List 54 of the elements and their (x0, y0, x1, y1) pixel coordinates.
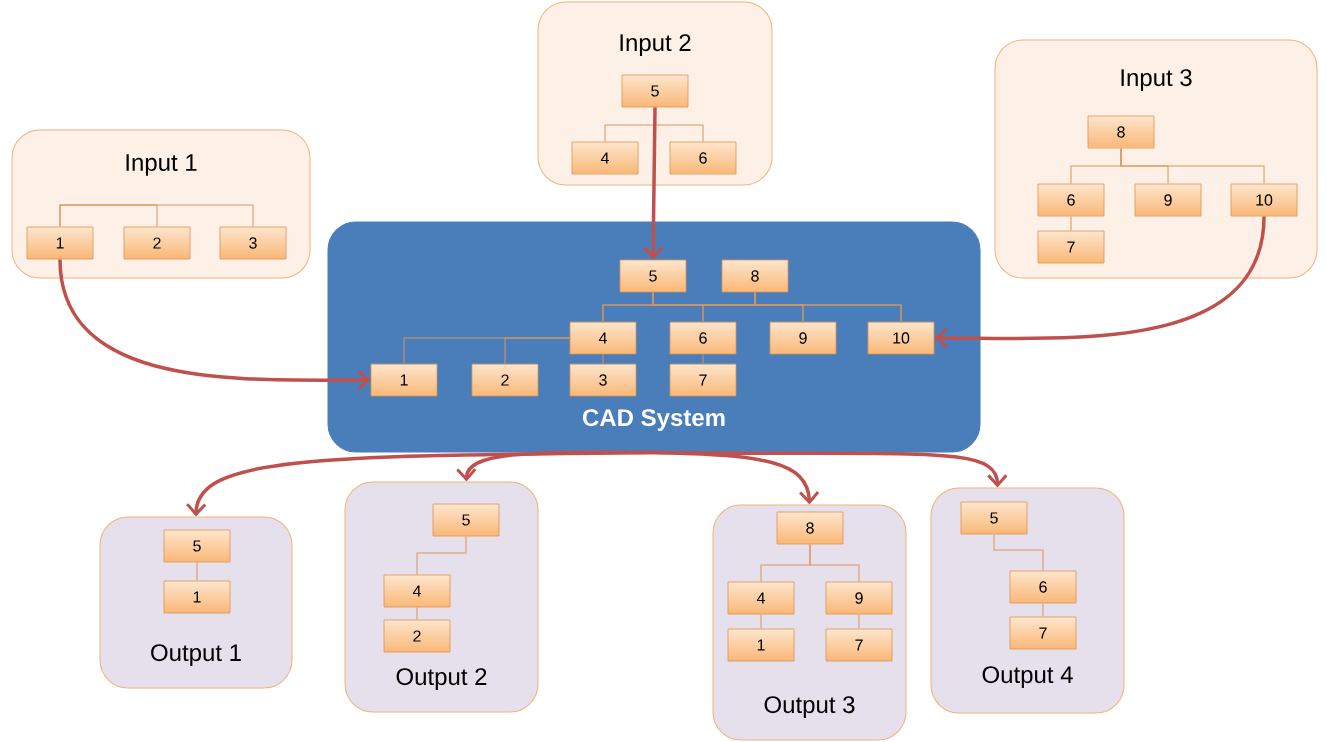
tree-box: 4 (569, 321, 637, 355)
arrow (654, 450, 1008, 488)
tree-box: 4 (727, 581, 795, 615)
tree-box: 6 (669, 321, 737, 355)
tree-box: 8 (776, 511, 844, 545)
arrow (456, 450, 655, 482)
tree-box: 8 (1087, 115, 1155, 149)
tree-box: 5 (619, 259, 687, 293)
connector-line (416, 606, 418, 621)
connector-line (602, 353, 604, 365)
tree-box: 1 (163, 580, 231, 614)
connector-line (416, 535, 467, 576)
tree-box: 1 (26, 226, 94, 260)
arrow (643, 107, 664, 260)
tree-box: 2 (471, 363, 539, 397)
tree-box: 4 (571, 141, 639, 175)
tree-box: 5 (960, 501, 1028, 535)
tree-box: 6 (1037, 183, 1105, 217)
tree-box: 8 (721, 259, 789, 293)
tree-box: 7 (669, 363, 737, 397)
tree-box: 9 (1134, 183, 1202, 217)
tree-box: 10 (867, 321, 935, 355)
connector-line (1070, 215, 1072, 232)
connector-line (809, 543, 860, 583)
connector-line (858, 613, 860, 630)
connector-line (1120, 147, 1265, 185)
tree-box: 10 (1230, 183, 1298, 217)
tree-box: 7 (825, 628, 893, 662)
connector-line (754, 291, 902, 323)
connector-line (1042, 602, 1044, 618)
connector-line (59, 204, 254, 228)
connector-line (760, 613, 762, 630)
tree-box: 5 (432, 503, 500, 537)
tree-box: 5 (621, 74, 689, 108)
tree-box: 2 (383, 619, 451, 653)
connector-line (504, 337, 571, 365)
connector-line (702, 353, 704, 365)
tree-box: 1 (370, 363, 438, 397)
tree-box: 5 (163, 529, 231, 563)
tree-box: 4 (383, 574, 451, 608)
tree-box: 2 (123, 226, 191, 260)
tree-box: 9 (825, 581, 893, 615)
tree-box: 6 (669, 141, 737, 175)
tree-box: 9 (769, 321, 837, 355)
arrow (58, 259, 371, 391)
tree-box: 3 (219, 226, 287, 260)
tree-box: 6 (1009, 570, 1077, 604)
tree-box: 7 (1009, 616, 1077, 650)
tree-box: 1 (727, 628, 795, 662)
arrow (934, 216, 1266, 349)
tree-box: 3 (569, 363, 637, 397)
tree-box: 7 (1037, 230, 1105, 264)
connector-line (196, 561, 198, 582)
connector-line (993, 533, 1044, 572)
